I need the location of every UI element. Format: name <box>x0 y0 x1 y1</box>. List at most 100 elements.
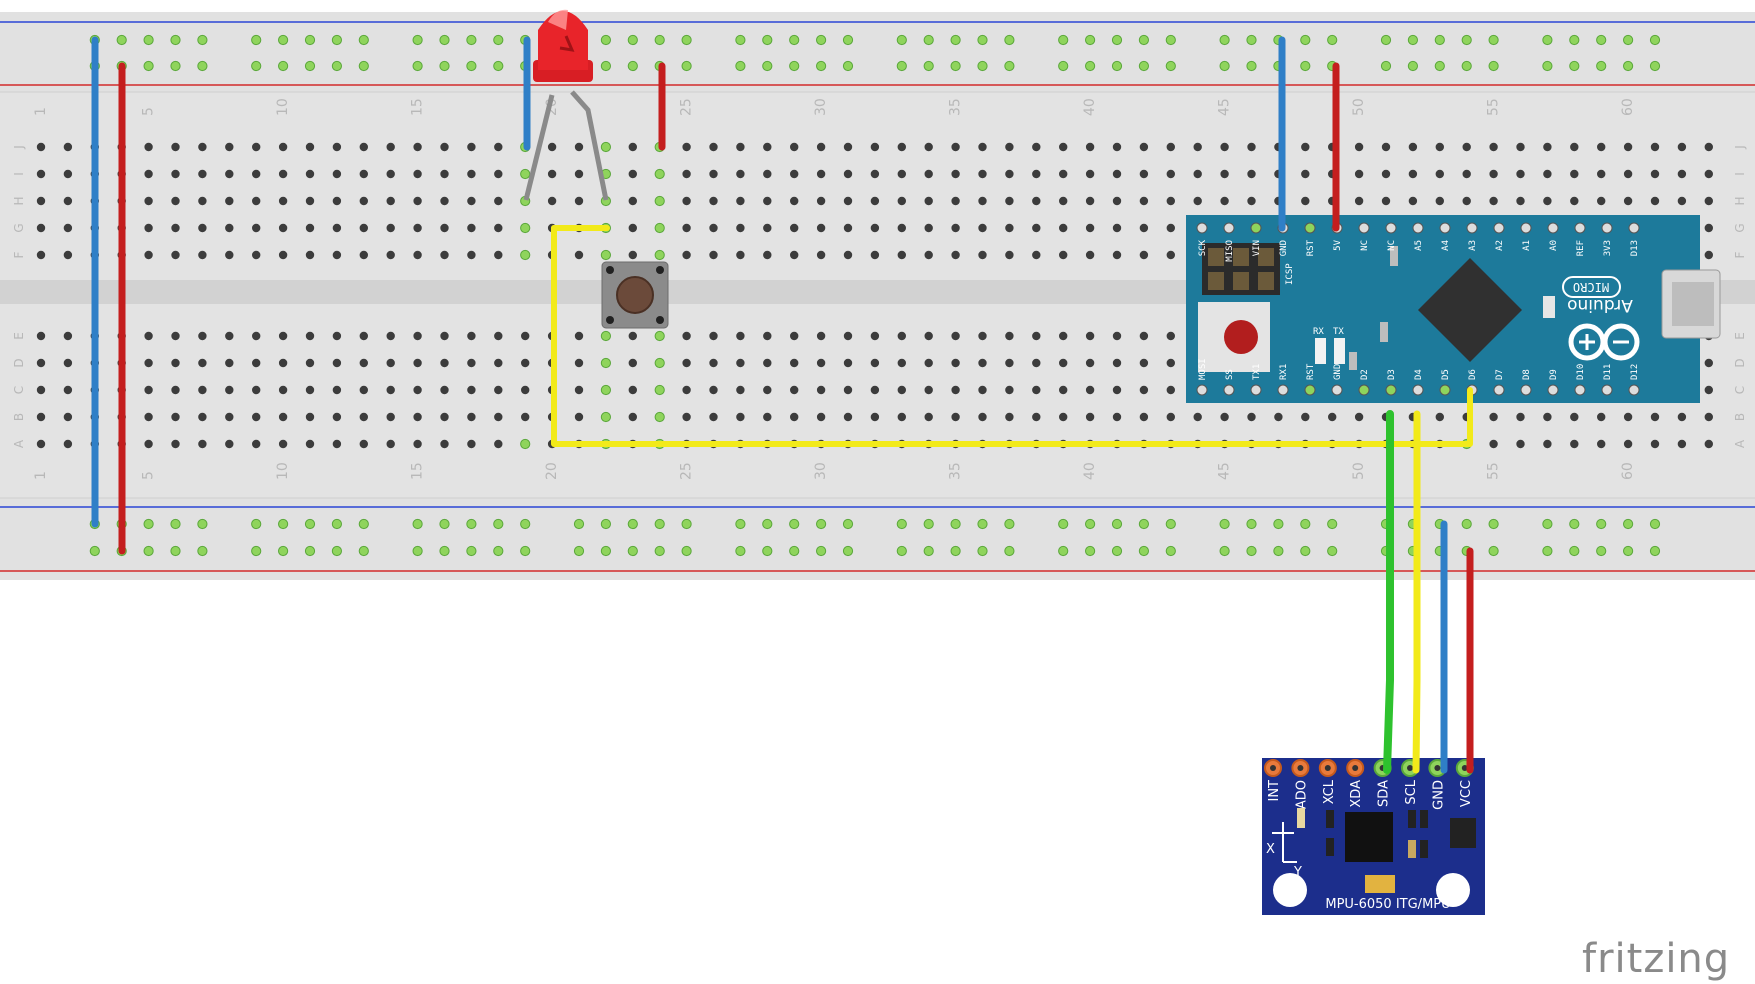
rail-hole <box>304 60 316 72</box>
arduino-bottom-pin <box>1547 384 1559 396</box>
breadboard-hole <box>171 358 180 368</box>
breadboard-hole <box>1704 196 1714 206</box>
breadboard-hole <box>305 169 315 179</box>
breadboard-hole <box>1005 250 1014 260</box>
rail-hole <box>1004 518 1015 530</box>
breadboard-hole <box>278 439 288 449</box>
rail-hole <box>816 60 827 72</box>
wire-green-sda[interactable] <box>1383 410 1394 774</box>
rail-hole <box>789 60 800 72</box>
breadboard-hole <box>628 169 637 179</box>
breadboard-hole <box>171 196 180 206</box>
rail-hole <box>762 545 773 557</box>
rail-hole <box>600 545 612 557</box>
row-letter: F <box>12 251 26 258</box>
breadboard-hole <box>1274 412 1283 422</box>
breadboard-hole <box>574 358 584 368</box>
rail-hole <box>493 545 504 557</box>
breadboard-hole <box>198 250 207 260</box>
breadboard-hole <box>1139 358 1149 368</box>
breadboard-hole <box>359 196 368 206</box>
breadboard-hole <box>1516 142 1525 152</box>
wire-yellow-signal[interactable] <box>551 225 1473 447</box>
breadboard-hole <box>628 142 637 152</box>
breadboard-hole <box>1247 142 1256 152</box>
breadboard-hole <box>1085 331 1095 341</box>
breadboard-hole <box>924 142 933 152</box>
breadboard-hole <box>897 196 906 206</box>
arduino-top-pin <box>1493 222 1505 234</box>
axis-icon <box>1272 822 1297 863</box>
rail-hole <box>923 60 934 72</box>
breadboard-hole <box>1570 412 1579 422</box>
breadboard-hole <box>494 223 503 233</box>
rail-hole <box>1273 518 1284 530</box>
breadboard-hole <box>870 385 880 395</box>
breadboard-hole <box>1650 169 1660 179</box>
breadboard-hole <box>521 358 530 368</box>
rail-hole <box>251 60 262 72</box>
micro-badge: MICRO <box>1573 280 1609 294</box>
row-letter: G <box>12 223 26 232</box>
rail-hole <box>1004 34 1015 46</box>
breadboard-hole <box>1597 169 1606 179</box>
rail-hole <box>1165 34 1176 46</box>
row-letter: B <box>1733 413 1747 421</box>
rail-hole <box>278 518 289 530</box>
pushbutton[interactable] <box>601 261 669 329</box>
rail-hole <box>923 545 934 557</box>
breadboard-hole <box>198 223 207 233</box>
breadboard-hole <box>386 142 395 152</box>
breadboard-hole <box>494 385 503 395</box>
breadboard-hole <box>63 412 73 422</box>
breadboard-hole <box>252 250 261 260</box>
breadboard-hole <box>252 358 261 368</box>
breadboard-hole <box>494 412 503 422</box>
arduino-brand: Arduino <box>1567 295 1633 315</box>
rail-hole <box>143 518 154 530</box>
breadboard-hole <box>494 358 503 368</box>
breadboard-hole <box>252 385 261 395</box>
breadboard-hole <box>144 358 153 368</box>
breadboard-hole <box>440 439 449 449</box>
wire-yellow-scl[interactable] <box>1412 410 1421 774</box>
rail-hole <box>816 34 827 46</box>
breadboard-hole <box>763 196 772 206</box>
column-number: 15 <box>410 98 426 116</box>
breadboard-hole <box>816 196 826 206</box>
breadboard-hole <box>1112 196 1122 206</box>
breadboard-hole <box>763 142 772 152</box>
rail-hole <box>197 60 208 72</box>
breadboard-hole <box>225 331 234 341</box>
breadboard-hole <box>1005 358 1014 368</box>
breadboard-hole <box>843 250 853 260</box>
arduino-bottom-pin <box>1493 384 1505 396</box>
breadboard-hole <box>1489 142 1498 152</box>
rail-hole <box>842 34 854 46</box>
breadboard-hole <box>359 142 368 152</box>
breadboard-hole <box>654 168 665 180</box>
breadboard-hole <box>252 223 261 233</box>
breadboard-hole <box>1543 169 1552 179</box>
row-letter: C <box>1733 386 1747 394</box>
breadboard-hole <box>1301 169 1310 179</box>
breadboard-hole <box>1489 412 1498 422</box>
breadboard-hole <box>654 357 665 369</box>
breadboard-hole <box>332 358 342 368</box>
red-led[interactable] <box>523 9 609 201</box>
breadboard-hole <box>897 250 906 260</box>
reset-button[interactable] <box>1198 302 1270 372</box>
arduino-bottom-pin <box>1601 384 1613 396</box>
mpu-axis-x: X <box>1266 842 1275 857</box>
breadboard-hole <box>386 385 395 395</box>
breadboard-hole <box>1435 412 1445 422</box>
rail-hole <box>439 545 450 557</box>
breadboard-hole <box>870 196 880 206</box>
breadboard-hole <box>1650 142 1660 152</box>
breadboard-hole <box>1650 412 1660 422</box>
breadboard-hole <box>924 223 933 233</box>
breadboard-hole <box>736 196 745 206</box>
